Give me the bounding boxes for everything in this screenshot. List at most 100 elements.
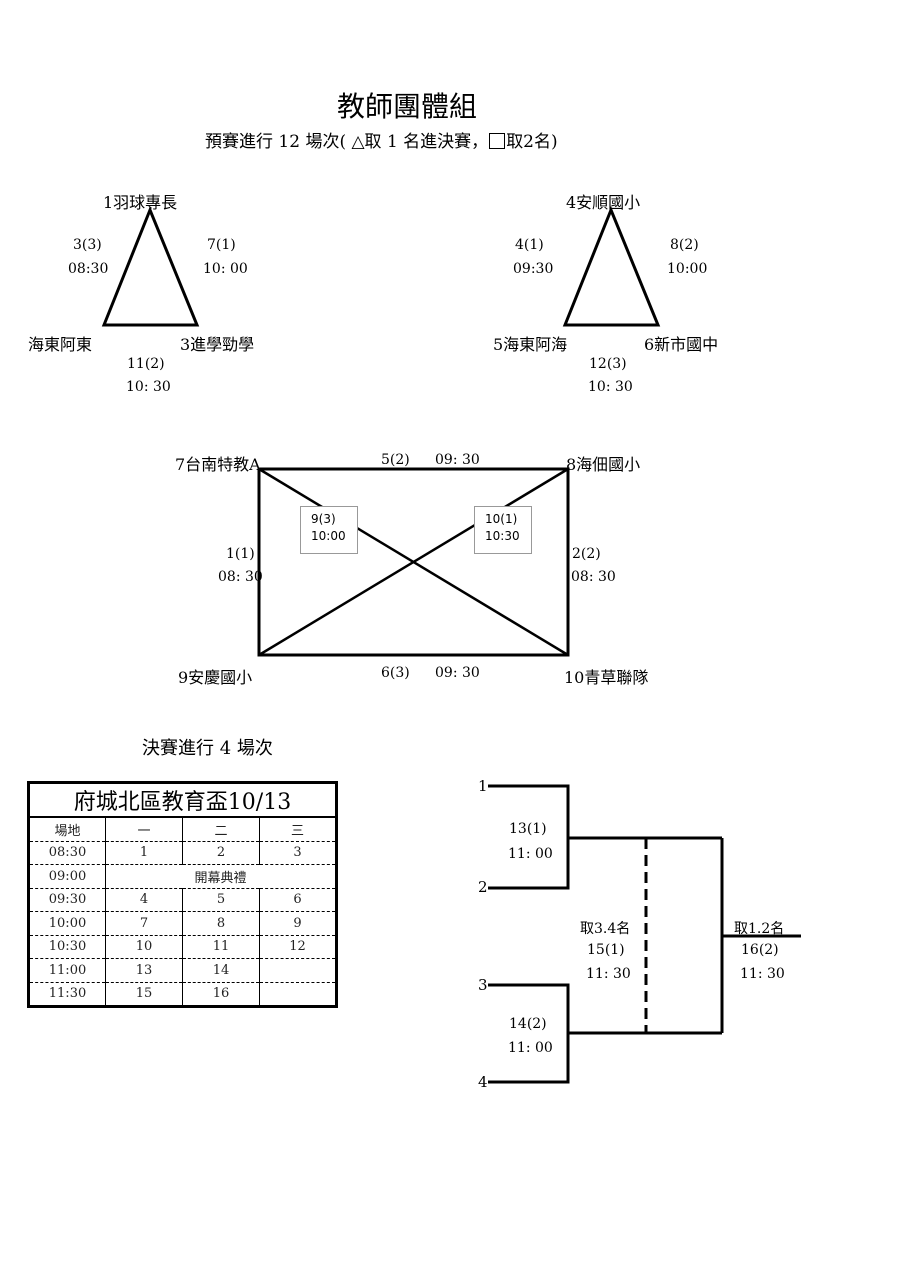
group3-rectangle	[257, 467, 570, 657]
time-cell: 11:30	[28, 982, 106, 1007]
cell: 14	[182, 958, 260, 983]
group2-match-b-id: 8(2)	[670, 237, 699, 253]
group3-left-match-time: 08: 30	[218, 569, 263, 585]
cell	[259, 958, 337, 983]
subtitle-prefix: 預賽進行 12 場次( △取 1 名進決賽，	[205, 132, 489, 152]
group2-match-c-id: 12(3)	[589, 356, 627, 372]
group3-left-match-id: 1(1)	[226, 546, 255, 562]
third-place-time: 11: 30	[586, 966, 631, 982]
group3-team10: 10青草聯隊	[564, 668, 649, 687]
group2-team5: 5海東阿海	[493, 335, 568, 354]
finals-heading: 決賽進行 4 場次	[142, 738, 273, 759]
cell: 6	[259, 888, 337, 912]
table-row: 09:00 開幕典禮	[28, 864, 337, 889]
table-row: 08:30 1 2 3	[28, 841, 337, 865]
bracket-seed-1: 1	[478, 777, 488, 795]
cell	[259, 982, 337, 1007]
table-row: 10:00 7 8 9	[28, 911, 337, 936]
cell: 4	[105, 888, 183, 912]
group1-team3: 3進學勁學	[180, 335, 255, 354]
group2-match-c-time: 10: 30	[588, 379, 633, 395]
time-cell: 09:30	[28, 888, 106, 912]
third-place-id: 15(1)	[587, 942, 625, 958]
semi2-id: 14(2)	[509, 1016, 547, 1032]
group2-triangle	[562, 205, 661, 327]
group2-match-a-time: 09:30	[513, 261, 554, 277]
bracket-lines	[488, 784, 801, 1084]
diag-box-1-line1: 9(3)	[311, 512, 336, 526]
cell: 16	[182, 982, 260, 1007]
schedule-header-row: 場地 一 二 三	[28, 817, 337, 842]
group1-triangle	[101, 205, 200, 327]
group1-match-b-time: 10: 00	[203, 261, 248, 277]
group2-team6: 6新市國中	[644, 335, 719, 354]
diag-box-2-line1: 10(1)	[485, 512, 518, 526]
group3-diag-box-1: 9(3) 10:00	[300, 506, 358, 554]
group2-match-a-id: 4(1)	[515, 237, 544, 253]
semi2-time: 11: 00	[508, 1040, 553, 1056]
cell: 9	[259, 911, 337, 936]
group3-diag-box-2: 10(1) 10:30	[474, 506, 532, 554]
subtitle-suffix: 取2名)	[506, 132, 558, 152]
group3-top-match-time: 09: 30	[435, 452, 480, 468]
schedule-header: 二	[182, 817, 260, 842]
cell: 11	[182, 935, 260, 959]
cell: 2	[182, 841, 260, 865]
group2-team4: 4安順國小	[566, 193, 641, 212]
cell: 5	[182, 888, 260, 912]
table-row: 09:30 4 5 6	[28, 888, 337, 912]
time-cell: 10:00	[28, 911, 106, 936]
schedule-table: 府城北區教育盃10/13 場地 一 二 三 08:30 1 2 3 09:00 …	[27, 781, 338, 1008]
third-place-label: 取3.4名	[580, 921, 631, 937]
group2-match-b-time: 10:00	[667, 261, 708, 277]
group1-match-c-time: 10: 30	[126, 379, 171, 395]
cell: 15	[105, 982, 183, 1007]
group3-team8: 8海佃國小	[566, 455, 641, 474]
table-row: 11:00 13 14	[28, 958, 337, 983]
merged-cell: 開幕典禮	[105, 864, 337, 889]
group1-match-a-time: 08:30	[68, 261, 109, 277]
group3-team9: 9安慶國小	[178, 668, 253, 687]
group3-right-match-id: 2(2)	[572, 546, 601, 562]
time-cell: 10:30	[28, 935, 106, 959]
schedule-header: 三	[259, 817, 337, 842]
cell: 12	[259, 935, 337, 959]
group1-match-c-id: 11(2)	[127, 356, 165, 372]
group3-bottom-match-id: 6(3)	[381, 665, 410, 681]
diag-box-2-line2: 10:30	[485, 529, 520, 543]
subtitle: 預賽進行 12 場次( △取 1 名進決賽， 取2名)	[205, 127, 558, 152]
group3-top-match-id: 5(2)	[381, 452, 410, 468]
group3-bottom-match-time: 09: 30	[435, 665, 480, 681]
cell: 10	[105, 935, 183, 959]
diag-box-1-line2: 10:00	[311, 529, 346, 543]
page-title: 教師團體組	[337, 90, 478, 123]
bracket-seed-2: 2	[478, 878, 488, 896]
final-label: 取1.2名	[734, 921, 785, 937]
group3-team7: 7台南特教A	[175, 455, 261, 474]
group3-diagonal-2	[258, 467, 569, 657]
schedule-header: 場地	[28, 817, 106, 842]
table-row: 11:30 15 16	[28, 982, 337, 1007]
bracket-seed-3: 3	[478, 976, 488, 994]
cell: 7	[105, 911, 183, 936]
group1-match-b-id: 7(1)	[207, 237, 236, 253]
bracket-seed-4: 4	[478, 1073, 488, 1091]
group3-right-match-time: 08: 30	[571, 569, 616, 585]
semi1-id: 13(1)	[509, 821, 547, 837]
schedule-header: 一	[105, 817, 183, 842]
square-icon	[489, 133, 506, 149]
final-time: 11: 30	[740, 966, 785, 982]
time-cell: 11:00	[28, 958, 106, 983]
final-id: 16(2)	[741, 942, 779, 958]
group1-team2: 海東阿東	[28, 335, 93, 354]
time-cell: 09:00	[28, 864, 106, 889]
cell: 13	[105, 958, 183, 983]
schedule-title: 府城北區教育盃10/13	[28, 782, 337, 818]
cell: 3	[259, 841, 337, 865]
group1-team1: 1羽球專長	[103, 193, 178, 212]
time-cell: 08:30	[28, 841, 106, 865]
table-row: 10:30 10 11 12	[28, 935, 337, 959]
group1-match-a-id: 3(3)	[73, 237, 102, 253]
cell: 8	[182, 911, 260, 936]
